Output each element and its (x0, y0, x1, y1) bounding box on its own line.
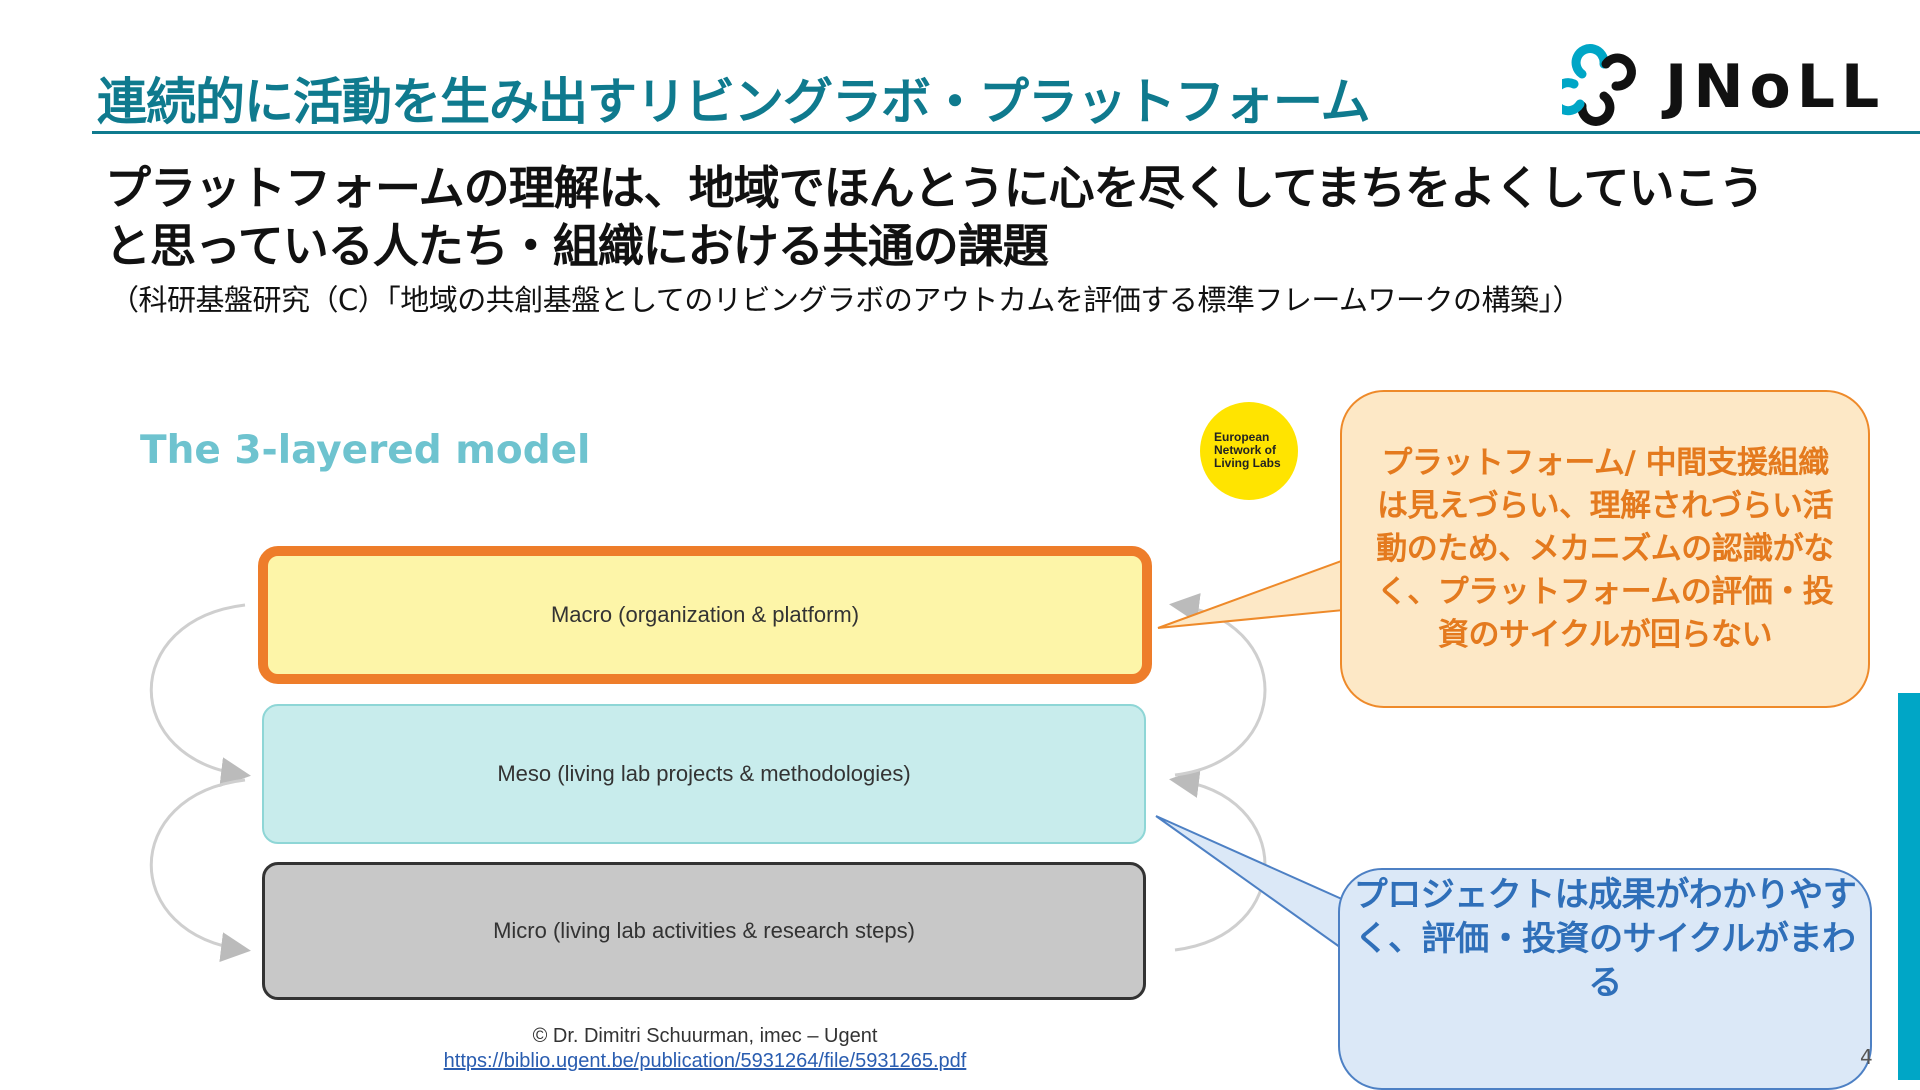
layer-macro: Macro (organization & platform) (258, 546, 1152, 684)
header-divider (92, 131, 1920, 134)
copyright-text: © Dr. Dimitri Schuurman, imec – Ugent (532, 1025, 878, 1047)
callout-platform: プラットフォーム/ 中間支援組織は見えづらい、理解されづらい活動のため、メカニズ… (1340, 390, 1870, 708)
layer-meso: Meso (living lab projects & methodologie… (262, 704, 1146, 844)
citation-text: （科研基盤研究（C）「地域の共創基盤としてのリビングラボのアウトカムを評価する標… (110, 283, 1582, 317)
slide-title: 連続的に活動を生み出すリビングラボ・プラットフォーム (97, 73, 1370, 131)
model-title: The 3-layered model (140, 428, 591, 473)
enoll-badge-text: European Network of Living Labs (1214, 430, 1281, 470)
source-link[interactable]: https://biblio.ugent.be/publication/5931… (443, 1050, 967, 1072)
layer-meso-label: Meso (living lab projects & methodologie… (497, 761, 911, 786)
layer-micro: Micro (living lab activities & research … (262, 862, 1146, 1000)
jnoll-logo (1562, 44, 1636, 126)
subtitle-line-2: と思っている人たち・組織における共通の課題 (105, 219, 1049, 273)
callout-project-text: プロジェクトは成果がわかりやすく、評価・投資のサイクルがまわる (1353, 875, 1857, 1003)
callout-project: プロジェクトは成果がわかりやすく、評価・投資のサイクルがまわる (1338, 868, 1872, 1090)
logo-wordmark: JNoLL (1665, 52, 1886, 122)
enoll-badge (1200, 402, 1298, 500)
page-number: 4 (1860, 1045, 1873, 1069)
layer-micro-label: Micro (living lab activities & research … (493, 918, 915, 943)
callout-platform-text: プラットフォーム/ 中間支援組織は見えづらい、理解されづらい活動のため、メカニズ… (1376, 444, 1834, 653)
layer-macro-label: Macro (organization & platform) (550, 602, 860, 627)
subtitle-line-1: プラットフォームの理解は、地域でほんとうに心を尽くしてまちをよくしていこう (105, 161, 1765, 215)
accent-bar (1898, 693, 1920, 1080)
